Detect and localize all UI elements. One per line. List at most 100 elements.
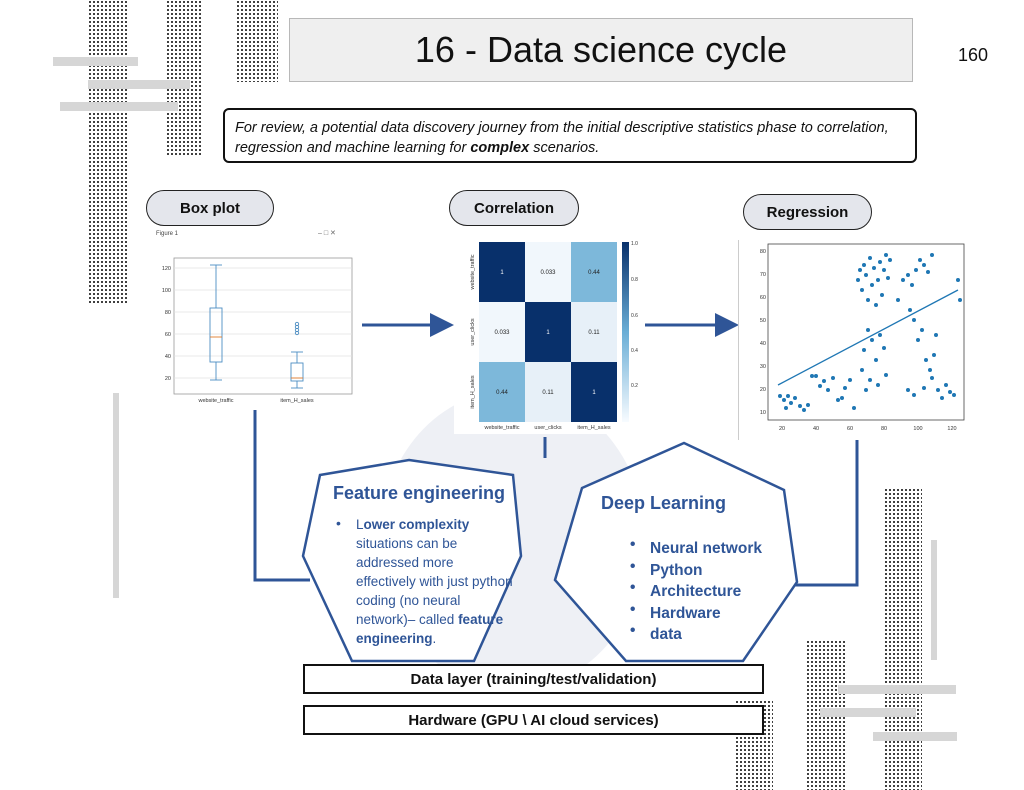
y-tick: 10 [760,410,766,416]
window-title: Figure 1 [156,231,179,237]
regression-label: Regression [743,194,872,230]
x-tick: 20 [779,426,785,432]
y-tick: 30 [760,364,766,370]
intro-text-bold: complex [470,140,530,156]
cell-value: 1 [592,390,596,396]
y-tick: 70 [760,272,766,278]
cell-value: 1 [500,270,504,276]
feature-engineering-bullet: • [336,515,341,531]
decorative-bar [53,57,138,66]
col-label: user_clicks [534,425,561,431]
heatmap-cell [479,302,525,362]
x-tick: 60 [847,426,853,432]
row-label: item_H_sales [470,375,476,409]
window-controls: – □ ✕ [318,230,336,237]
y-tick: 100 [162,288,171,294]
x-tick: 120 [947,426,956,432]
cell-value: 1 [546,330,550,336]
box-website-traffic [209,264,223,381]
deep-learning-title: Deep Learning [601,493,727,513]
y-tick: 20 [760,387,766,393]
row-label: user_clicks [470,318,476,345]
heatmap-cell [571,362,617,422]
decorative-bar-vertical [931,540,937,660]
x-label: item_H_sales [280,398,314,404]
row-label: website_traffic [470,254,476,290]
deep-learning-item: Hardware [630,599,762,625]
y-tick: 80 [165,310,171,316]
heatmap-cell [479,362,525,422]
x-label: website_traffic [197,398,233,404]
cell-value: 0.44 [588,270,600,276]
decorative-bar [60,102,178,111]
box-item-sales [290,321,304,389]
feature-engineering-heptagon [301,458,523,663]
y-tick: 60 [165,332,171,338]
heatmap-cell [479,242,525,302]
heatmap-cell [525,242,571,302]
cell-value: 0.033 [540,270,556,276]
heatmap-cell [571,242,617,302]
feature-engineering-title: Feature engineering [333,483,506,503]
y-tick: 50 [760,318,766,324]
heatmap-cell [525,362,571,422]
slide-title: 16 - Data science cycle [289,18,913,82]
regression-line [777,289,959,386]
y-tick: 120 [162,266,171,272]
decorative-bar [873,732,957,741]
fe-text-start: L [356,517,364,532]
intro-text-end: scenarios. [529,140,600,156]
heatmap-svg: 1 0.033 0.44 0.033 1 0.11 0.44 0.11 1 we… [470,241,638,431]
cell-value: 0.11 [542,390,554,396]
x-tick: 100 [913,426,922,432]
col-label: website_traffic [483,425,519,431]
feature-engineering-text: Lower complexity situations can be addre… [356,515,516,648]
cell-value: 0.11 [588,330,600,336]
colorbar-tick: 0.6 [631,313,638,319]
scatter-points [778,253,962,412]
decorative-bar-vertical [113,393,119,598]
decorative-bar [88,80,190,89]
fe-text-bold: ower complexity [363,517,470,532]
hardware-layer-box: Hardware (GPU \ AI cloud services) [303,705,764,735]
connector-regression-to-deep [792,440,859,587]
heatmap-cell [525,302,571,362]
x-tick: 80 [881,426,887,432]
box-plot-chart: Figure 1 – □ ✕ 20 40 60 80 100 120 [148,226,362,410]
y-tick: 80 [760,249,766,255]
connector-boxplot-to-feature [253,410,310,582]
y-tick-labels: 20 40 60 80 100 120 [162,266,171,382]
colorbar-tick: 0.4 [631,348,638,354]
decorative-dots-left [88,0,128,305]
colorbar-tick: 0.8 [631,277,638,283]
colorbar [622,242,629,422]
col-label: item_H_sales [577,425,611,431]
decorative-bar [838,685,956,694]
intro-text: For review, a potential data discovery j… [235,120,889,156]
scatter-svg: 10 20 30 40 50 60 70 80 20 40 60 80 100 … [737,240,965,440]
cell-value: 0.44 [496,390,508,396]
decorative-bar [820,708,916,717]
y-gridlines [174,267,352,379]
y-tick: 20 [165,376,171,382]
box-plot-svg: Figure 1 – □ ✕ 20 40 60 80 100 120 [156,230,353,404]
y-tick: 40 [760,341,766,347]
regression-scatter: 10 20 30 40 50 60 70 80 20 40 60 80 100 … [737,240,970,440]
decorative-dots-left-2 [166,0,202,155]
data-layer-box: Data layer (training/test/validation) [303,664,764,694]
colorbar-tick: 0.2 [631,383,638,389]
fe-text-end: . [432,631,437,646]
deep-learning-list: Neural network Python Architecture Hardw… [630,534,762,646]
page-number: 160 [958,45,989,65]
box-plot-label: Box plot [146,190,274,226]
cell-value: 0.033 [494,330,510,336]
y-tick: 40 [165,354,171,360]
x-tick: 40 [813,426,819,432]
y-tick: 60 [760,295,766,301]
fe-text-bold-2: feature engineering [356,612,504,646]
correlation-heatmap: 1 0.033 0.44 0.033 1 0.11 0.44 0.11 1 we… [454,234,639,434]
heatmap-cell [571,302,617,362]
intro-text-box: For review, a potential data discovery j… [223,108,917,163]
colorbar-tick: 1.0 [631,241,638,247]
correlation-label: Correlation [449,190,579,226]
